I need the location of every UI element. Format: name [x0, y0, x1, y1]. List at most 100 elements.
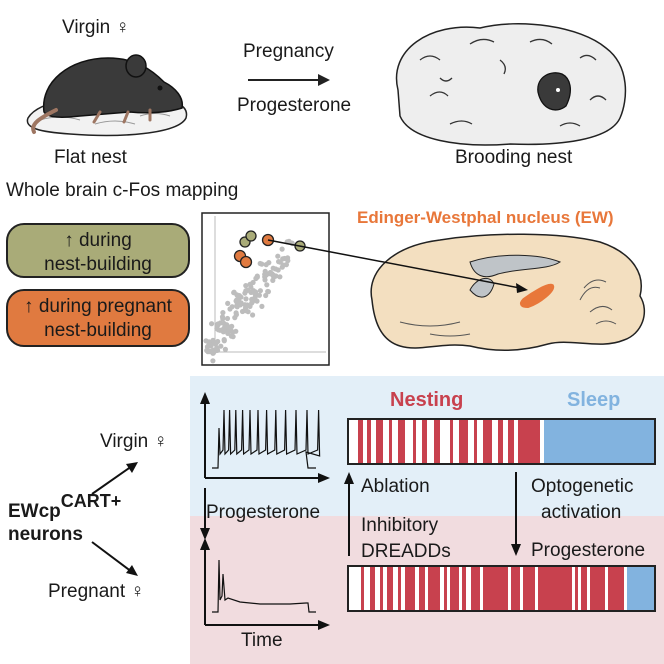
nesting-segment — [498, 420, 503, 463]
dreadds-label: DREADDs — [361, 541, 451, 562]
pregnant-label: Pregnant ♀ — [48, 581, 145, 602]
scatter-point — [279, 246, 285, 252]
nesting-label: Nesting — [390, 389, 464, 411]
scatter-point — [263, 292, 269, 299]
scatter-point — [206, 341, 212, 347]
nesting-segment — [397, 567, 401, 610]
scatter-point — [250, 312, 256, 318]
neurons-text: neurons — [8, 524, 83, 545]
nesting-segment — [361, 567, 365, 610]
green-point — [245, 230, 257, 242]
scatter-point — [224, 315, 231, 322]
ewcp-neurons-label: EWcpCART+ neurons — [8, 492, 121, 544]
nesting-segment — [367, 420, 371, 463]
scatter-point — [213, 341, 219, 347]
orange-point — [239, 255, 253, 269]
scatter-point — [210, 337, 216, 343]
scatter-point — [263, 262, 269, 268]
cfos-mapping-title: Whole brain c-Fos mapping — [6, 180, 239, 201]
scatter-point — [280, 262, 286, 268]
nesting-segment — [538, 567, 572, 610]
sleep-segment — [626, 567, 654, 610]
mouse-icon — [31, 54, 184, 134]
scatter-point — [233, 328, 239, 334]
nesting-segment — [580, 567, 587, 610]
scatter-point — [256, 292, 262, 298]
nesting-segment — [474, 420, 478, 463]
scatter-point — [220, 327, 226, 333]
nesting-segment — [510, 567, 520, 610]
scatter-point — [235, 297, 242, 303]
scatter-point — [225, 300, 231, 306]
scatter-point — [222, 346, 228, 352]
scatter-point — [217, 320, 223, 326]
scatter-point — [275, 267, 281, 273]
flat-nest-label: Flat nest — [54, 147, 127, 168]
ew-nucleus-label: Edinger-Westphal nucleus (EW) — [357, 208, 614, 227]
nesting-segment — [449, 420, 453, 463]
scatter-point — [229, 323, 235, 329]
nest-building-pill: ↑ during nest-building — [6, 223, 190, 278]
nesting-segment — [608, 567, 624, 610]
scatter-point — [262, 277, 268, 283]
inhibitory-label: Inhibitory — [361, 515, 439, 536]
pregnancy-label: Pregnancy — [243, 41, 334, 62]
sleep-segment — [544, 420, 654, 463]
nesting-segment — [483, 420, 493, 463]
scatter-point — [254, 274, 260, 280]
scatter-point — [221, 338, 227, 344]
scatter-point — [230, 334, 236, 340]
nesting-segment — [422, 420, 427, 463]
nesting-segment — [507, 420, 514, 463]
scatter-point — [243, 283, 249, 289]
scatter-point — [281, 255, 288, 262]
scatter-point — [233, 312, 239, 318]
pregnant-ephys-trace — [200, 538, 330, 630]
time-axis-label: Time — [241, 630, 283, 651]
progesterone-label-right: Progesterone — [531, 540, 646, 561]
virgin-behavior-bar — [347, 418, 656, 465]
scatter-point — [277, 274, 283, 280]
scatter-point — [270, 265, 276, 271]
progesterone-label-top: Progesterone — [237, 95, 352, 116]
scatter-point — [227, 306, 233, 312]
scatter-point — [219, 314, 226, 320]
nesting-segment — [419, 567, 426, 610]
scatter-point — [254, 298, 260, 304]
sleep-label: Sleep — [567, 389, 621, 411]
brooding-nest-label: Brooding nest — [455, 147, 573, 168]
virgin-label-bottom: Virgin ♀ — [100, 431, 168, 452]
scatter-point — [226, 328, 232, 334]
scatter-point — [209, 321, 215, 327]
nesting-segment — [379, 567, 383, 610]
scatter-point — [242, 290, 248, 296]
nesting-segment — [388, 420, 392, 463]
scatter-point — [270, 277, 276, 283]
nesting-segment — [458, 420, 468, 463]
scatter-point — [236, 293, 242, 299]
scatter-point — [210, 358, 216, 364]
scatter-point — [220, 310, 226, 316]
progesterone-label-left: Progesterone — [206, 502, 321, 523]
scatter-point — [265, 289, 271, 295]
nesting-segment — [387, 567, 394, 610]
scatter-point — [259, 261, 265, 267]
ablation-label: Ablation — [361, 476, 430, 497]
nesting-segment — [449, 567, 459, 610]
scatter-point — [243, 296, 249, 302]
scatter-point — [267, 269, 273, 276]
cart-superscript: CART+ — [60, 491, 122, 511]
virgin-ephys-trace — [200, 392, 330, 483]
nesting-segment — [574, 567, 578, 610]
scatter-point — [257, 288, 263, 294]
nesting-segment — [405, 567, 415, 610]
ewcp-text: EWcp — [8, 501, 61, 522]
nesting-segment — [358, 420, 363, 463]
pregnant-nest-building-pill: ↑ during pregnant nest-building — [6, 289, 190, 347]
scatter-point — [248, 284, 254, 290]
nesting-segment — [443, 567, 447, 610]
scatter-point — [275, 253, 281, 259]
nesting-segment — [461, 567, 467, 610]
